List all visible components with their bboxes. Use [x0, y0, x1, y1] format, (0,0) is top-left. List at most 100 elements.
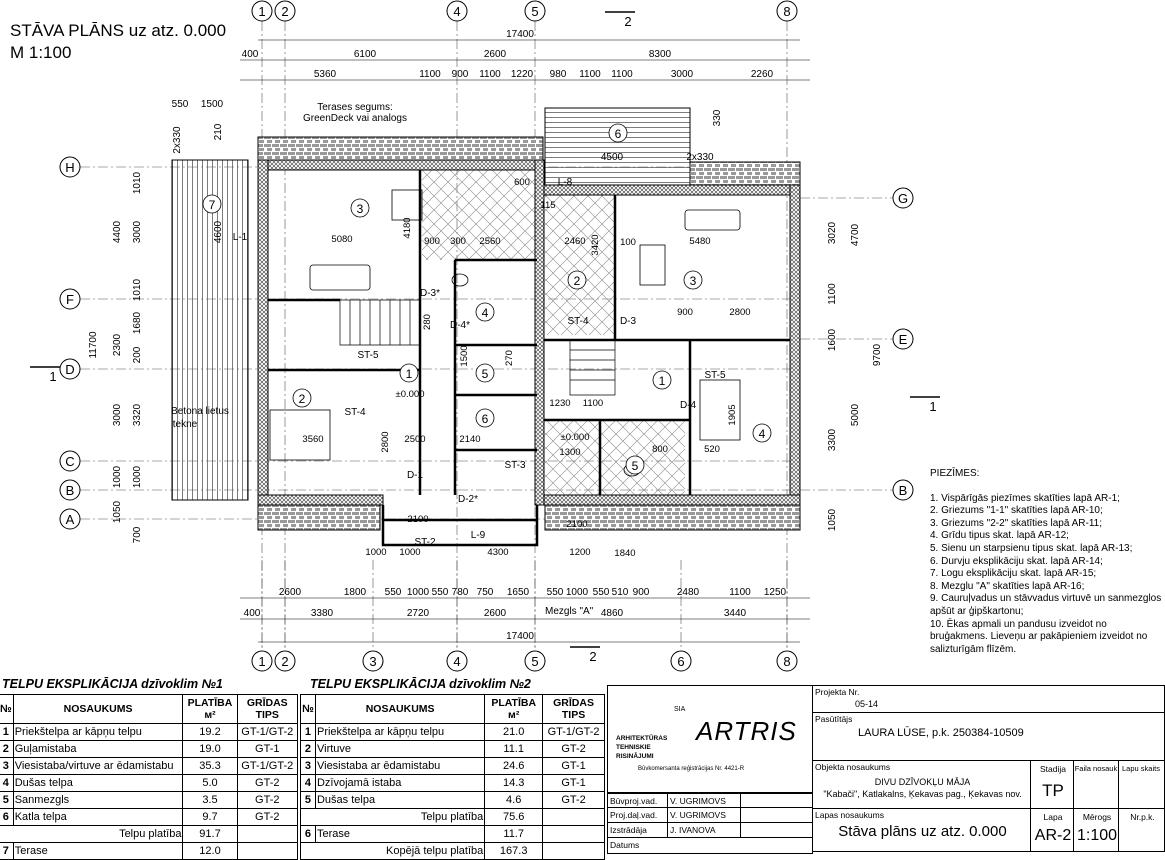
staff-row: Datums	[607, 838, 813, 854]
room-number-circle	[683, 270, 703, 290]
section-mark-label: 2	[589, 649, 596, 664]
inner-dimension: 900	[677, 307, 693, 318]
axis-bubble	[892, 479, 914, 501]
axis-label: 8	[783, 654, 790, 669]
note-item: 2. Griezums "1-1" skatīties lapā AR-10;	[930, 505, 1103, 517]
inner-dimension: 1840	[614, 548, 635, 559]
room-number-unit1: 4	[482, 306, 489, 320]
row-number: 7	[0, 842, 14, 860]
staff-role: Būvproj.vad.	[610, 796, 658, 806]
staff-role: Proj.daļ.vad.	[610, 810, 658, 820]
axis-bubble	[524, 650, 546, 672]
axis-bubble	[251, 0, 273, 22]
room-number-circle	[399, 363, 419, 383]
room-area: 21.0	[484, 723, 544, 741]
staff-row: Proj.daļ.vad.V. UGRIMOVS	[607, 808, 813, 823]
room-number-unit1: 2	[299, 392, 306, 406]
room-name: Viesistaba/virtuve ar ēdamistabu	[12, 757, 184, 775]
axis-label: 6	[677, 654, 684, 669]
terrace-deck-left	[171, 159, 249, 501]
room-number-circle	[475, 408, 495, 428]
dim-left-inner: 700	[132, 526, 143, 543]
dim-top-1: 400	[242, 49, 259, 60]
staff-name: J. IVANOVA	[670, 825, 716, 835]
room-area: 19.0	[182, 740, 238, 758]
inner-dimension: 3420	[590, 234, 601, 255]
dimension-lines	[240, 39, 810, 643]
room-area: 12.0	[182, 842, 238, 860]
row-number: 6	[300, 825, 316, 843]
inner-dimension: 270	[504, 350, 515, 366]
dim-right-inner: 1600	[827, 328, 838, 351]
staff-role: Datums	[610, 840, 640, 850]
plan-label: ST-2	[414, 537, 436, 548]
dim-top-2: 1100	[479, 69, 501, 80]
dim-bottom-2: 2720	[407, 608, 430, 619]
room-name: Katla telpa	[12, 808, 184, 826]
room-name: Terase	[314, 825, 486, 843]
axis-bubble	[274, 650, 296, 672]
note-item: 6. Durvju eksplikāciju skat. lapā AR-14;	[930, 555, 1103, 567]
dim-left-outer: 11700	[88, 331, 99, 359]
empty-cell	[542, 842, 605, 860]
room-name: Priekštelpa ar kāpņu telpu	[12, 723, 184, 741]
total-label: Kopējā telpu platība	[299, 842, 486, 860]
dim-bottom-2: 3440	[724, 608, 747, 619]
axis-bubble	[59, 288, 81, 310]
column-header: NOSAUKUMS	[314, 694, 486, 724]
plan-scale: M 1:100	[10, 43, 71, 62]
dim-right-inner: 3020	[827, 221, 838, 244]
inner-dimension: 300	[450, 236, 466, 247]
axis-bubble	[892, 187, 914, 209]
row-number: 4	[0, 774, 14, 792]
inner-dimension: 2140	[459, 434, 480, 445]
inner-dimension: 4180	[402, 217, 413, 238]
dim-bottom-1: 1800	[344, 587, 367, 598]
inner-dimension: 2800	[729, 307, 750, 318]
dim-top-2: 5360	[314, 69, 337, 80]
room-number-unit2: 6	[615, 127, 622, 141]
empty-cell	[236, 825, 299, 843]
table1-title: TELPU EKSPLIKĀCIJA dzīvoklim №1	[2, 677, 223, 691]
column-header: GRĪDAS TIPS	[542, 694, 605, 724]
room-number-circle	[625, 455, 645, 475]
dim-left-inner: 3320	[132, 403, 143, 426]
inner-dimension: 115	[540, 200, 555, 211]
hall-zone-bottom	[545, 420, 685, 495]
floor-type: GT-1/GT-2	[236, 757, 299, 775]
dim-top-2: 1220	[511, 69, 534, 80]
plan-label: tekne	[173, 419, 198, 430]
floor-type: GT-2	[236, 808, 299, 826]
room-area: 9.7	[182, 808, 238, 826]
inner-dimension: 5480	[689, 236, 710, 247]
axis-bubble	[446, 650, 468, 672]
inner-dimension: 1300	[559, 447, 580, 458]
dim-terrace: 550	[172, 99, 189, 110]
section-mark-label: 1	[929, 399, 936, 414]
floor-type: GT-2	[542, 740, 605, 758]
dim-right-inner: 3300	[827, 428, 838, 451]
row-number: 3	[300, 757, 316, 775]
object-name-cell: Objekta nosaukums DIVU DZĪVOKĻU MĀJA "Ka…	[812, 760, 1031, 809]
notes-panel: PIEZĪMES: 1. Vispārīgās piezīmes skatīti…	[930, 468, 1165, 656]
dim-bottom-2: 2600	[484, 608, 507, 619]
outer-walls	[257, 159, 801, 506]
plan-label: ST-4	[344, 407, 366, 418]
axis-bubble	[446, 0, 468, 22]
row-number: 5	[0, 791, 14, 809]
inner-dimension: 900	[424, 236, 440, 247]
dim-terrace: 210	[213, 123, 224, 140]
room-name: Priekštelpa ar kāpņu telpu	[314, 723, 486, 741]
dim-bottom-1: 1100	[729, 587, 751, 598]
plan-label: D-2*	[458, 494, 478, 505]
axis-label: C	[65, 454, 74, 469]
row-number: 1	[300, 723, 316, 741]
axis-bubble	[776, 650, 798, 672]
room-number-circle	[475, 363, 495, 383]
stairs	[339, 299, 616, 396]
